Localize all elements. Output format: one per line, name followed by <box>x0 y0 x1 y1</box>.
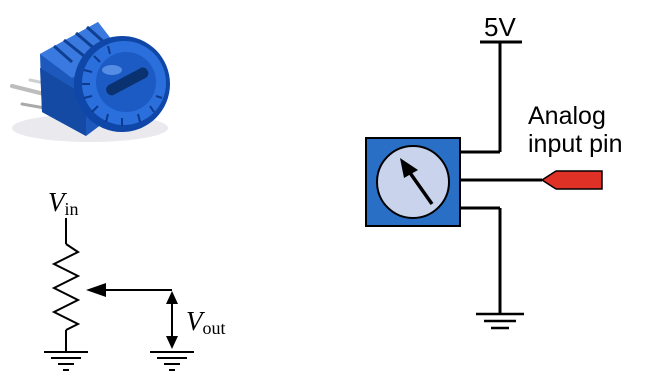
ground-symbol-wiring <box>476 312 524 330</box>
potentiometer-schematic <box>44 218 194 371</box>
vin-label: Vin <box>48 187 79 219</box>
potentiometer-highlight <box>102 65 122 75</box>
analog-pin-connector <box>540 170 603 190</box>
vout-arrow-up <box>166 291 178 304</box>
potentiometer-slot <box>106 67 149 96</box>
ground-symbol-left <box>44 351 88 371</box>
supply-label: 5V <box>484 12 516 42</box>
ground-symbol-right <box>150 351 194 371</box>
vout-arrow-down <box>166 336 178 349</box>
wiper-arrowhead <box>86 283 106 297</box>
wiring-diagram <box>460 40 542 330</box>
pin-label-line2: input pin <box>528 130 623 158</box>
pin-label-line1: Analog <box>528 102 606 130</box>
potentiometer-dial <box>376 145 450 219</box>
potentiometer-knurl <box>82 45 163 126</box>
potentiometer-photo <box>10 22 170 142</box>
resistor-zigzag <box>51 243 81 331</box>
potentiometer-base-side <box>40 68 86 136</box>
vout-label: Vout <box>186 306 226 338</box>
dial-arrow-icon <box>400 158 434 206</box>
